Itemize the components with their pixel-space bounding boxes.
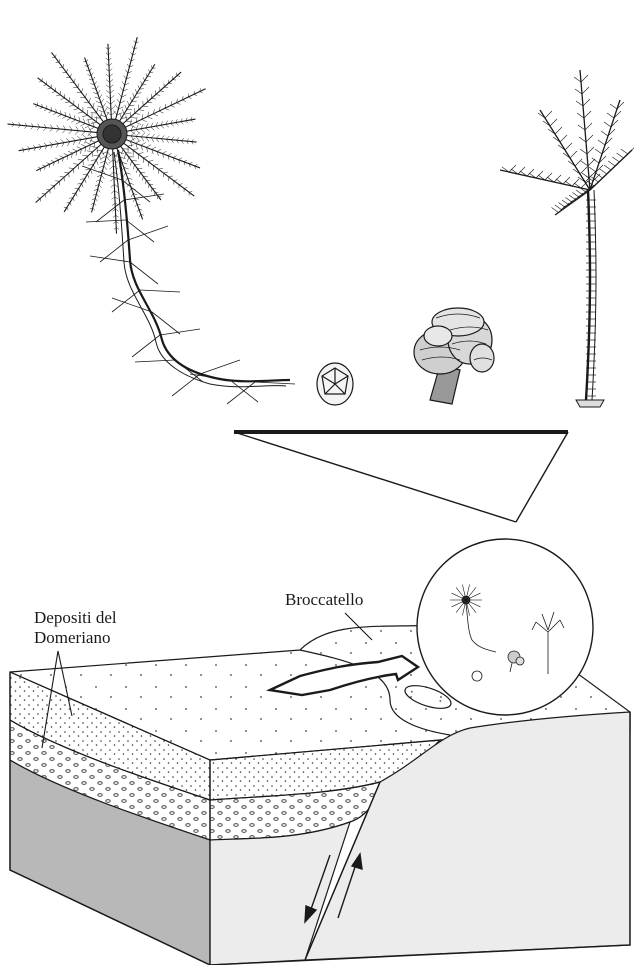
stalked-crinoid-figure (500, 70, 634, 407)
crinoid-branches (500, 70, 634, 215)
deposits-label-line1: Depositi del (34, 608, 117, 628)
coiled-crinoid-figure (414, 308, 494, 404)
broccatello-label: Broccatello (285, 590, 363, 610)
deposits-label-line2: Domeriano (34, 628, 110, 648)
crinoid-inset-circle (417, 539, 593, 715)
zoom-connector (234, 432, 568, 522)
crinoid-crown-figure (8, 37, 295, 404)
small-calyx-figure (317, 363, 353, 405)
